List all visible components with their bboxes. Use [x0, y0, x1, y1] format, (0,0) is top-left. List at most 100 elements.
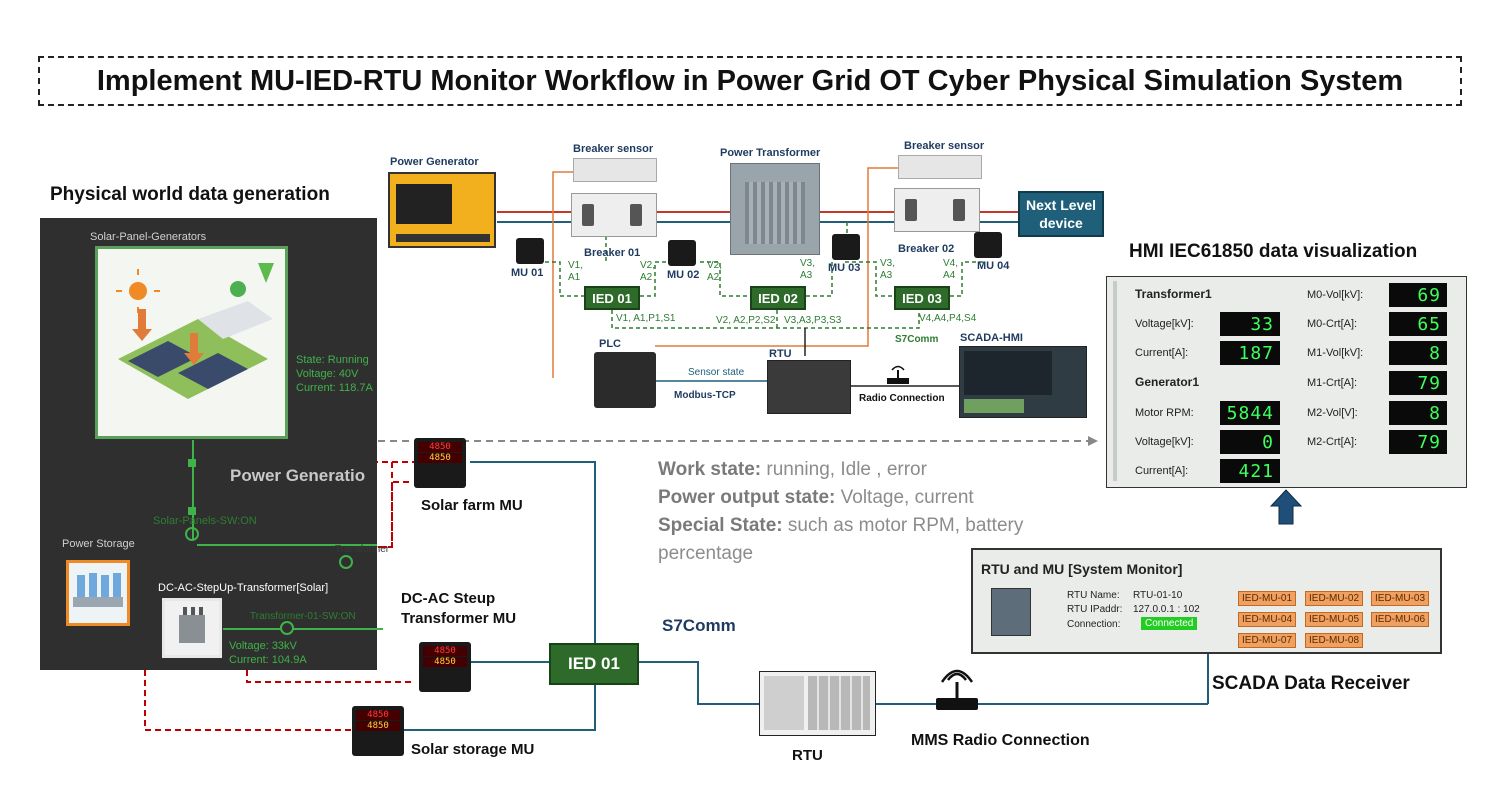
- breaker-01-label: Breaker 01: [584, 247, 641, 259]
- power-generator-image: [388, 172, 496, 248]
- rtu-bottom-module-a: [764, 676, 804, 730]
- s7comm-bottom-label: S7Comm: [662, 616, 736, 635]
- hmi-rpm-label: Motor RPM:: [1135, 407, 1194, 419]
- bus2-label: V2, A2,P2,S2: [716, 315, 776, 326]
- solar-farm-image: [95, 246, 288, 439]
- transformer-illustration: [179, 607, 205, 643]
- ied-mu-02-tag[interactable]: IED-MU-02: [1305, 591, 1364, 606]
- transformer-node: [339, 555, 353, 569]
- power-state-label: Power output state:: [658, 487, 836, 508]
- scada-hmi-image: [959, 346, 1087, 418]
- rtu-bottom-label: RTU: [792, 747, 823, 764]
- mu03-device: [832, 234, 860, 260]
- work-state-line: Work state: running, Idle , error: [658, 456, 1058, 484]
- transformer-voltage: Voltage: 33kV: [229, 640, 297, 652]
- radio-top-icon: [884, 364, 912, 386]
- mu02-device: [668, 240, 696, 266]
- scada-hmi-label: SCADA-HMI: [960, 332, 1023, 344]
- sysmon-title: RTU and MU [System Monitor]: [981, 561, 1183, 577]
- rtu-ip-label: RTU IPaddr:: [1067, 604, 1123, 615]
- hmi-rpm-lcd: 5844: [1220, 401, 1280, 425]
- switch-node: [185, 527, 199, 541]
- solar-state: State: Running: [296, 354, 369, 366]
- v3a3-left-label: V3, A3: [800, 258, 816, 281]
- ied-mu-06-tag[interactable]: IED-MU-06: [1371, 612, 1430, 627]
- ied-mu-07-tag[interactable]: IED-MU-07: [1238, 633, 1297, 648]
- physical-world-panel: Solar-Panel-Generators State: Running Vo…: [40, 218, 389, 670]
- bus4-label: V4,A4,P4,S4: [919, 313, 977, 324]
- mu01-label: MU 01: [511, 267, 544, 279]
- scada-bar: [964, 399, 1024, 413]
- stepup-transformer-image: [162, 598, 222, 658]
- breaker-02-switch: [905, 199, 917, 221]
- breaker-sensor-2-image: [898, 155, 982, 179]
- hmi-heading: HMI IEC61850 data visualization: [1129, 241, 1418, 262]
- mu04-label: MU 04: [977, 260, 1010, 272]
- breaker-01-switch: [582, 204, 594, 226]
- bus3-label: V3,A3,P3,S3: [784, 315, 842, 326]
- hmi-m1-vol-label: M1-Vol[kV]:: [1307, 347, 1364, 359]
- scada-receiver-label: SCADA Data Receiver: [1212, 673, 1410, 694]
- transformer-sw-node: [280, 621, 294, 635]
- hmi-m1-crt-label: M1-Crt[A]:: [1307, 377, 1358, 389]
- v2a2-right-label: V2, A2: [707, 260, 723, 283]
- plc-image: [594, 352, 656, 408]
- ied-mu-08-tag[interactable]: IED-MU-08: [1305, 633, 1364, 648]
- special-state-value: such as motor RPM, battery percentage: [658, 515, 1024, 564]
- hmi-generator-title: Generator1: [1135, 375, 1200, 389]
- work-state-value: running, Idle , error: [766, 459, 927, 480]
- ied-mu-01-tag[interactable]: IED-MU-01: [1238, 591, 1297, 606]
- solar-voltage: Voltage: 40V: [296, 368, 359, 380]
- hmi-m0-crt-label: M0-Crt[A]:: [1307, 318, 1358, 330]
- hmi-voltage-label: Voltage[kV]:: [1135, 318, 1194, 330]
- scada-screen: [964, 351, 1052, 395]
- plc-label: PLC: [599, 338, 621, 350]
- v4a4-label: V4, A4: [943, 258, 959, 281]
- hmi-m2-vol-label: M2-Vol[V]:: [1307, 407, 1358, 419]
- s7comm-top-label: S7Comm: [895, 334, 939, 345]
- hmi-m2-crt-label: M2-Crt[A]:: [1307, 436, 1358, 448]
- system-monitor-panel: RTU and MU [System Monitor] RTU Name: RT…: [971, 548, 1442, 654]
- next-level-device: Next Level device: [1018, 191, 1104, 237]
- ied01-top: IED 01: [584, 286, 640, 310]
- v2a2-left-label: V2, A2: [640, 260, 656, 283]
- work-state-label: Work state:: [658, 459, 762, 480]
- green-line-2: [223, 628, 383, 630]
- rtu-bottom-image: [759, 671, 876, 736]
- hmi-scrollbar[interactable]: [1113, 281, 1117, 481]
- power-generator-label: Power Generator: [390, 156, 479, 168]
- ied02-top: IED 02: [750, 286, 806, 310]
- mu04-device: [974, 232, 1002, 258]
- breaker-02-label: Breaker 02: [898, 243, 955, 255]
- bus1-label: V1, A1,P1,S1: [616, 313, 676, 324]
- ied-mu-05-tag[interactable]: IED-MU-05: [1305, 612, 1364, 627]
- hmi-voltage-lcd: 33: [1220, 312, 1280, 336]
- page-title: Implement MU-IED-RTU Monitor Workflow in…: [38, 56, 1462, 106]
- solar-title: Solar-Panel-Generators: [90, 231, 207, 243]
- dcac-mu-device: 4850 4850: [419, 642, 471, 692]
- transformer-sw-label: Transformer-01-SW:ON: [250, 611, 356, 622]
- ied-mu-04-tag[interactable]: IED-MU-04: [1238, 612, 1297, 627]
- modbus-label: Modbus-TCP: [674, 390, 736, 401]
- transformer-current: Current: 104.9A: [229, 654, 307, 666]
- hmi-transformer-title: Transformer1: [1135, 287, 1212, 301]
- hmi-m2-vol-lcd: 8: [1389, 401, 1447, 425]
- power-generation-label: Power Generatio: [230, 466, 366, 485]
- solar-mu-screen-top: 4850: [418, 442, 462, 452]
- ied-mu-03-tag[interactable]: IED-MU-03: [1371, 591, 1430, 606]
- mms-radio-label: MMS Radio Connection: [911, 732, 1090, 749]
- hmi-panel: Transformer1 Voltage[kV]: 33 Current[A]:…: [1106, 276, 1467, 488]
- stepup-title: DC-AC-StepUp-Transformer[Solar]: [158, 582, 329, 594]
- hmi-m2-crt-lcd: 79: [1389, 430, 1447, 454]
- breaker-02-switch-2: [953, 199, 965, 221]
- storage-mu-screen-top: 4850: [356, 710, 400, 720]
- storage-mu-device: 4850 4850: [352, 706, 404, 756]
- mms-radio-icon-svg: [936, 669, 978, 710]
- power-transformer-label: Power Transformer: [720, 147, 821, 159]
- connection-status: Connected: [1141, 617, 1198, 630]
- storage-mu-screen-bottom: 4850: [356, 721, 400, 731]
- ied01-bottom: IED 01: [549, 643, 639, 685]
- breaker-sensor-1-label: Breaker sensor: [573, 143, 654, 155]
- mu02-label: MU 02: [667, 269, 700, 281]
- dcac-mu-screen-bottom: 4850: [423, 657, 467, 667]
